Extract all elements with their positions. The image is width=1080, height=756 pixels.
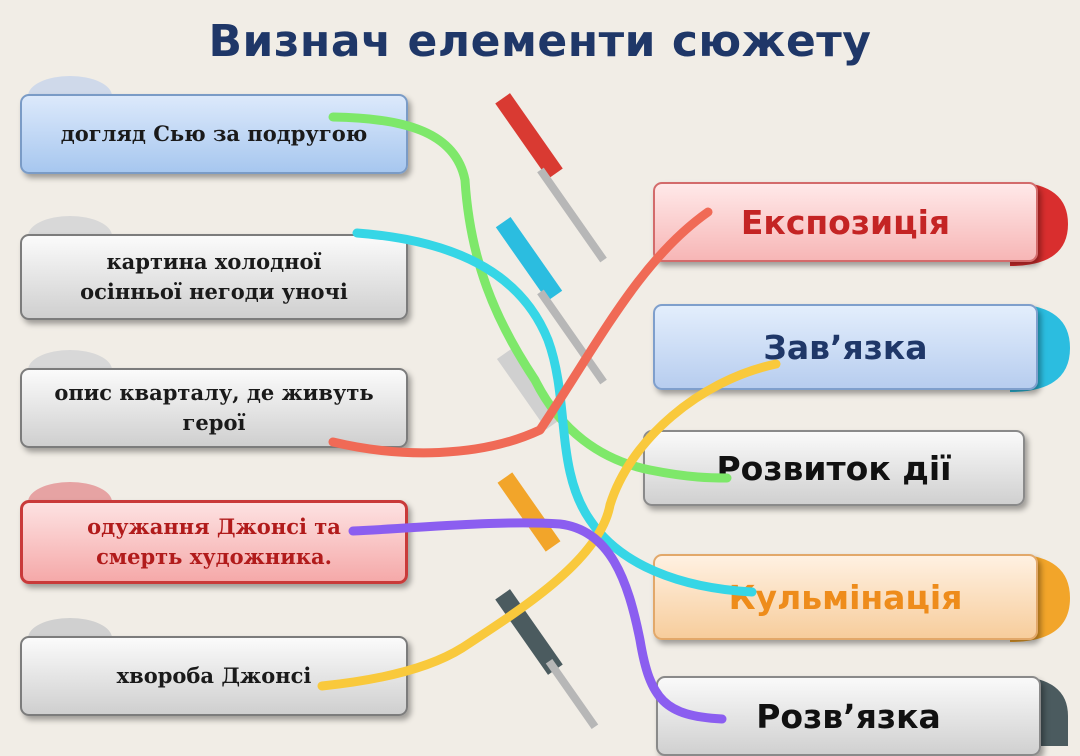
- right-item-plot-start[interactable]: Зав’язка: [653, 304, 1038, 390]
- left-item-3[interactable]: опис кварталу, де живуть герої: [20, 368, 408, 448]
- left-item-5-label: хвороба Джонсі: [116, 662, 312, 688]
- pencil-4: [497, 472, 561, 552]
- page-title: Визнач елементи сюжету: [208, 16, 872, 67]
- right-item-development-label: Розвиток дії: [716, 448, 952, 488]
- right-item-exposition-label: Експозиція: [740, 202, 951, 242]
- pencil-5: [495, 589, 599, 730]
- left-item-1-label: догляд Сью за подругою: [60, 120, 368, 146]
- right-item-climax-label: Кульмінація: [728, 577, 963, 617]
- pencil-3: [496, 348, 562, 430]
- right-item-resolution[interactable]: Розв’язка: [656, 676, 1041, 756]
- left-item-1[interactable]: догляд Сью за подругою: [20, 94, 408, 174]
- left-item-3-label: опис кварталу, де живуть герої: [54, 379, 374, 435]
- right-item-plot-start-label: Зав’язка: [763, 327, 928, 367]
- left-item-4-label: одужання Джонсі та смерть художника.: [87, 513, 341, 569]
- right-item-exposition[interactable]: Експозиція: [653, 182, 1038, 262]
- right-item-resolution-label: Розв’язка: [756, 696, 941, 736]
- left-item-5[interactable]: хвороба Джонсі: [20, 636, 408, 716]
- left-item-4[interactable]: одужання Джонсі та смерть художника.: [20, 500, 408, 584]
- right-item-development[interactable]: Розвиток дії: [643, 430, 1025, 506]
- left-item-2[interactable]: картина холодної осінньої негоди уночі: [20, 234, 408, 320]
- right-item-climax[interactable]: Кульмінація: [653, 554, 1038, 640]
- left-item-2-label: картина холодної осінньої негоди уночі: [80, 248, 348, 304]
